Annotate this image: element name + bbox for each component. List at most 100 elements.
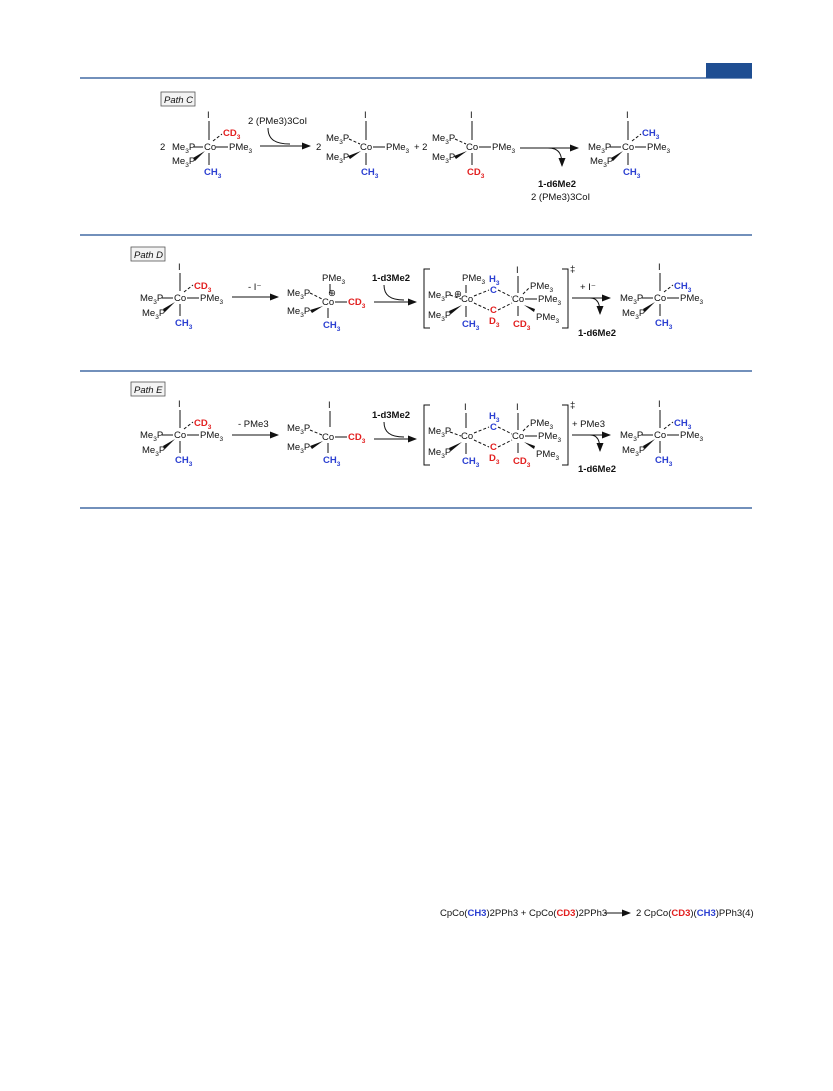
svg-text:Co: Co [322, 297, 334, 308]
svg-text:PMe3: PMe3 [200, 430, 224, 443]
svg-text:CH3: CH3 [462, 456, 480, 469]
svg-text:I: I [470, 110, 473, 121]
svg-text:Me3P: Me3P [622, 445, 645, 458]
svg-text:CH3: CH3 [323, 455, 341, 468]
svg-text:Co: Co [654, 430, 666, 441]
path-e-label-box [130, 381, 166, 397]
path-e-scheme: Path E Me3P Co PMe3 I CD3 Me3P CH3 - PMe… [130, 381, 704, 475]
svg-text:PMe3: PMe3 [530, 418, 554, 431]
svg-text:Co: Co [461, 431, 473, 442]
svg-text:D3: D3 [489, 316, 500, 329]
svg-text:CD3: CD3 [513, 319, 531, 332]
svg-text:Me3P: Me3P [287, 442, 310, 455]
product-c: Me3P Co PMe3 I CH3 Me3P CH3 [588, 110, 671, 180]
svg-text:C: C [490, 285, 497, 296]
svg-text:CD3: CD3 [194, 418, 212, 431]
svg-text:PMe3: PMe3 [492, 142, 516, 155]
svg-text:Me3P: Me3P [140, 430, 163, 443]
svg-text:Co: Co [322, 432, 334, 443]
svg-text:CH3: CH3 [204, 167, 222, 180]
path-c-scheme: Path C 2 Me3P Co PMe3 I CD3 Me3P CH3 2 (… [160, 91, 671, 203]
svg-text:⊕: ⊕ [328, 288, 336, 299]
svg-text:‡: ‡ [570, 264, 575, 275]
svg-text:I: I [658, 399, 661, 410]
svg-text:CH3: CH3 [462, 319, 480, 332]
transition-state-d: ‡ PMe3 H3 ⊕ Me3P Co C C D3 Me3P CH3 I PM… [423, 264, 575, 332]
svg-text:Me3P: Me3P [428, 447, 451, 460]
svg-text:Me3P: Me3P [432, 152, 455, 165]
svg-text:Me3P: Me3P [287, 288, 310, 301]
svg-text:Me3P: Me3P [142, 445, 165, 458]
svg-text:I: I [626, 110, 629, 121]
svg-text:CH3: CH3 [674, 281, 692, 294]
path-d-step-3: + I⁻ [580, 282, 596, 293]
svg-text:Me3P: Me3P [140, 293, 163, 306]
svg-text:Me3P: Me3P [172, 142, 195, 155]
svg-text:Me3P: Me3P [590, 156, 613, 169]
svg-text:Co: Co [174, 430, 186, 441]
svg-text:Me3P: Me3P [287, 306, 310, 319]
svg-text:Me3P: Me3P [326, 133, 349, 146]
svg-text:I: I [207, 110, 210, 121]
svg-text:CH3: CH3 [655, 318, 673, 331]
svg-text:I: I [178, 399, 181, 410]
svg-text:PMe3: PMe3 [536, 449, 560, 462]
svg-text:H3: H3 [489, 274, 500, 287]
svg-text:CH3: CH3 [623, 167, 641, 180]
path-d-step-2-reagent: 1-d3Me2 [372, 273, 410, 284]
svg-text:C: C [490, 422, 497, 433]
svg-text:Co: Co [466, 142, 478, 153]
svg-text:Me3P: Me3P [588, 142, 611, 155]
svg-text:I: I [364, 110, 367, 121]
svg-text:Co: Co [174, 293, 186, 304]
svg-text:CD3: CD3 [513, 456, 531, 469]
svg-text:Me3P: Me3P [620, 430, 643, 443]
svg-text:PMe3: PMe3 [462, 273, 486, 286]
complex-e1: Me3P Co PMe3 I CD3 Me3P CH3 [140, 399, 224, 468]
path-d-label-box [130, 246, 166, 262]
svg-text:Me3P: Me3P [428, 290, 451, 303]
svg-text:PMe3: PMe3 [386, 142, 410, 155]
path-c-label: Path C [164, 95, 193, 106]
path-e-step-2-reagent: 1-d3Me2 [372, 410, 410, 421]
complex-d1: Me3P Co PMe3 I CD3 Me3P CH3 [140, 262, 224, 331]
svg-text:PMe3: PMe3 [680, 293, 704, 306]
svg-text:Me3P: Me3P [428, 310, 451, 323]
path-c-byproduct-1: 1-d6Me2 [538, 179, 576, 190]
svg-text:Co: Co [512, 431, 524, 442]
svg-text:Me3P: Me3P [620, 293, 643, 306]
equation-4: CpCo(CH3)2PPh3 + CpCo(CD3)2PPh3 2 CpCo(C… [440, 908, 754, 919]
equation-left: CpCo(CH3)2PPh3 + CpCo(CD3)2PPh3 [440, 908, 607, 919]
path-e-byproduct: 1-d6Me2 [578, 464, 616, 475]
svg-text:C: C [490, 442, 497, 453]
svg-text:Co: Co [461, 294, 473, 305]
path-e-step-3: + PMe3 [572, 419, 605, 430]
svg-text:CH3: CH3 [674, 418, 692, 431]
complex-c2: 2 Me3P Co PMe3 I Me3P CH3 [316, 110, 410, 180]
svg-text:PMe3: PMe3 [538, 294, 562, 307]
path-c-label-box [160, 91, 196, 107]
svg-text:PMe3: PMe3 [229, 142, 253, 155]
svg-text:I: I [464, 402, 467, 413]
path-c-byproduct-2: 2 (PMe3)3CoI [531, 192, 590, 203]
svg-text:I: I [516, 402, 519, 413]
svg-text:Me3P: Me3P [428, 426, 451, 439]
path-d-byproduct: 1-d6Me2 [578, 328, 616, 339]
svg-text:CH3: CH3 [361, 167, 379, 180]
svg-text:CH3: CH3 [642, 128, 660, 141]
path-c-reagent: 2 (PMe3)3CoI [248, 116, 307, 127]
transition-state-e: ‡ I H3 Me3P Co C C D3 Me3P CH3 I PMe3 Co… [423, 400, 575, 469]
svg-text:Co: Co [204, 142, 216, 153]
svg-text:PMe3: PMe3 [680, 430, 704, 443]
svg-text:Co: Co [622, 142, 634, 153]
svg-text:I: I [178, 262, 181, 273]
complex-d2: PMe3 ⊕ Me3P Co CD3 Me3P CH3 [287, 273, 366, 333]
svg-text:CH3: CH3 [655, 455, 673, 468]
equation-number: (4) [742, 908, 754, 919]
svg-text:CD3: CD3 [348, 432, 366, 445]
product-d: Me3P Co PMe3 I CH3 Me3P CH3 [620, 262, 704, 331]
svg-text:I: I [516, 265, 519, 276]
svg-text:H3: H3 [489, 411, 500, 424]
plus-two: + 2 [414, 142, 427, 153]
